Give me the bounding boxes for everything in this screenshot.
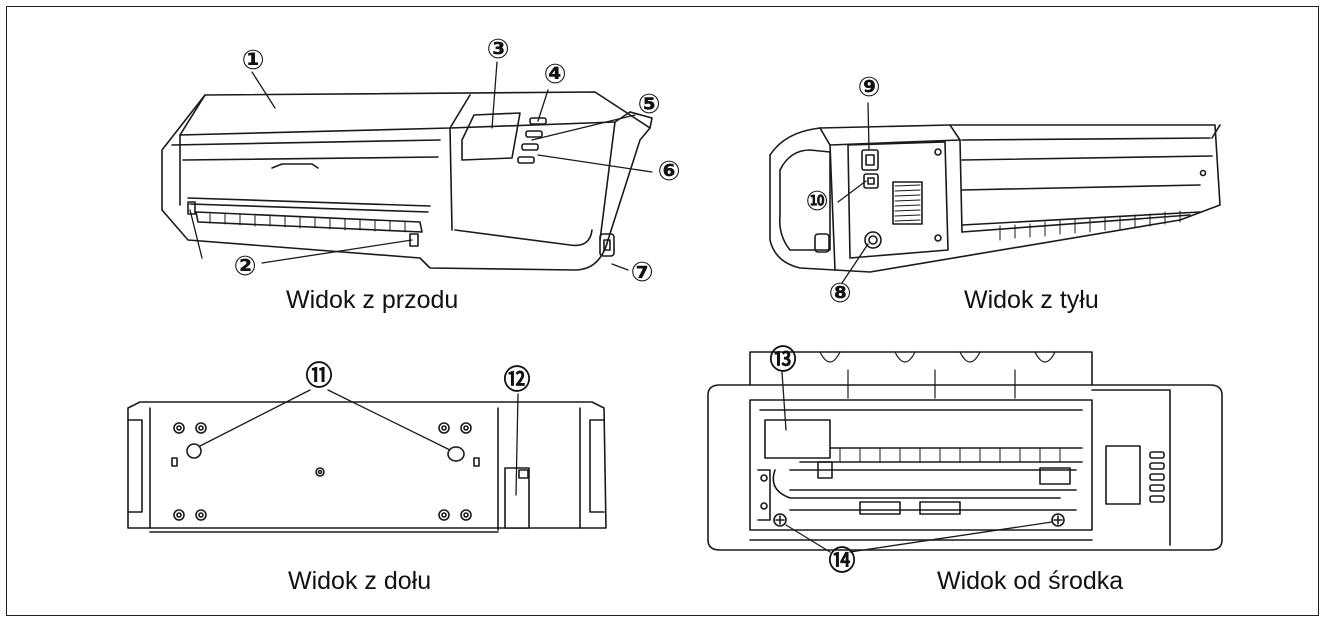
callout-5: ⑤ xyxy=(637,89,661,120)
back-leaders xyxy=(837,102,870,284)
callout-4: ④ xyxy=(543,59,567,90)
inside-leaders xyxy=(781,371,1053,553)
bottom-view-drawing xyxy=(127,401,607,533)
callout-12: ⑫ xyxy=(503,365,531,396)
caption-bottom-view: Widok z dołu xyxy=(288,567,432,595)
caption-inside-view: Widok od środka xyxy=(937,567,1124,595)
callout-1: ① xyxy=(241,45,265,76)
callout-2: ② xyxy=(233,251,257,282)
caption-back-view: Widok z tyłu xyxy=(964,286,1099,314)
callout-8: ⑧ xyxy=(828,278,852,309)
bottom-leaders xyxy=(199,389,519,496)
inside-view-drawing xyxy=(707,351,1223,551)
callout-3: ③ xyxy=(486,34,510,65)
back-view-drawing xyxy=(769,124,1221,273)
callout-10: ⑩ xyxy=(805,186,829,217)
front-leaders xyxy=(189,61,653,271)
callout-11: ⑪ xyxy=(305,361,333,392)
front-view-drawing xyxy=(161,91,653,271)
callout-9: ⑨ xyxy=(857,72,881,103)
caption-front-view: Widok z przodu xyxy=(286,286,459,314)
callout-6: ⑥ xyxy=(657,156,681,187)
callout-14: ⑭ xyxy=(828,546,856,577)
callout-13: ⑬ xyxy=(769,345,797,376)
callout-7: ⑦ xyxy=(630,257,654,288)
